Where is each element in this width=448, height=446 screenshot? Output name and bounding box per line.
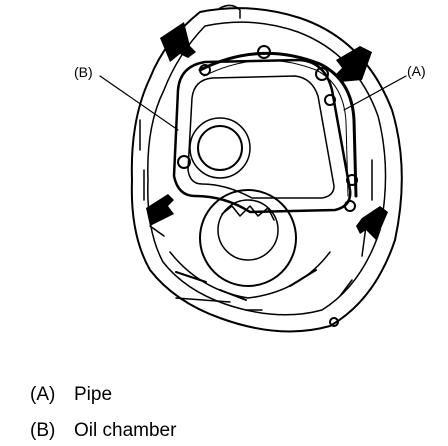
oil-chamber-plate bbox=[172, 58, 352, 214]
oil-chamber-inner bbox=[187, 75, 335, 199]
housing-outline bbox=[130, 7, 403, 333]
leader-a bbox=[343, 75, 407, 111]
legend-text: Pipe bbox=[74, 384, 113, 405]
legend-item-oil-chamber: (B) Oil chamber bbox=[30, 420, 176, 442]
bolt-hole-5 bbox=[177, 155, 191, 169]
callout-oil-chamber-label: (B) bbox=[74, 64, 93, 80]
bolt-hole-2 bbox=[257, 45, 271, 59]
bolt-hole-1 bbox=[199, 64, 211, 76]
bolt-hole-4 bbox=[324, 94, 336, 106]
pipe bbox=[198, 51, 358, 198]
bore-ring bbox=[189, 117, 251, 179]
pipe-inner bbox=[203, 59, 349, 197]
legend-text: Oil chamber bbox=[74, 420, 177, 441]
engine-cover-diagram bbox=[99, 4, 407, 333]
gear-teeth bbox=[221, 205, 275, 221]
bore bbox=[197, 125, 243, 171]
arrow-bottom-right bbox=[356, 206, 388, 240]
callout-pipe-label: (A) bbox=[407, 63, 426, 79]
legend-key: (B) bbox=[30, 420, 56, 441]
leader-b bbox=[99, 75, 179, 131]
bottom-edge-marks bbox=[175, 297, 263, 311]
arrow-top-right bbox=[336, 46, 372, 82]
bolt-hole-6 bbox=[346, 174, 358, 186]
bolt-hole-7 bbox=[344, 200, 356, 212]
arrow-top-left bbox=[160, 22, 196, 62]
right-edge-marks bbox=[339, 159, 373, 297]
bolt-hole-3 bbox=[315, 67, 329, 81]
legend-key: (A) bbox=[30, 384, 56, 405]
top-bracket bbox=[219, 4, 241, 19]
bolt-hole-8 bbox=[329, 317, 339, 327]
gear-mid bbox=[217, 199, 279, 261]
left-edge-marks bbox=[139, 119, 165, 237]
lower-rib-2 bbox=[175, 269, 317, 301]
legend-item-pipe: (A) Pipe bbox=[30, 384, 112, 406]
gear-outer bbox=[199, 189, 297, 287]
arrow-bottom-left bbox=[146, 194, 174, 226]
